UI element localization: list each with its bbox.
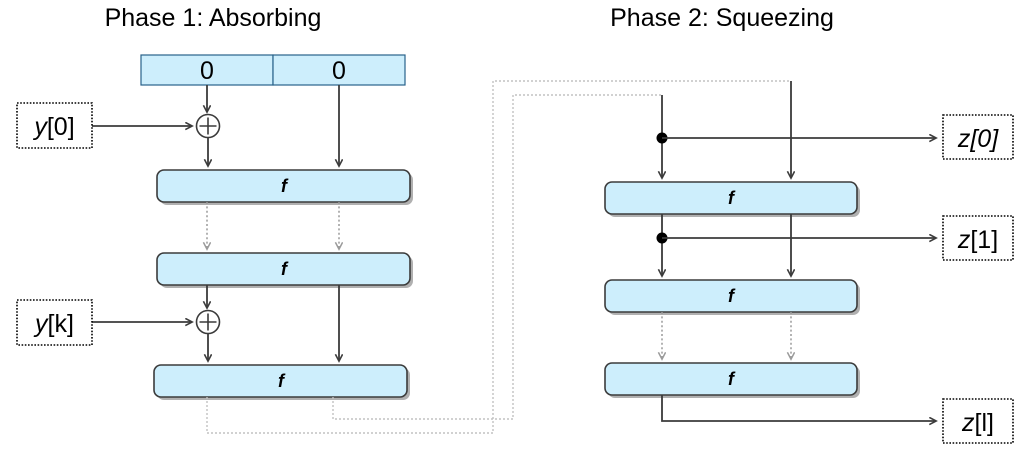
p2-f-box-2-rect <box>604 279 858 313</box>
feedback-route-outer <box>206 80 791 434</box>
input-box-yk-label: y[k] <box>33 310 74 338</box>
state-capacity-value: 0 <box>332 57 346 85</box>
initial-state-bar: 0 0 <box>140 54 406 86</box>
output-box-z0-rect[interactable] <box>942 114 1014 160</box>
input-box-y0-rect[interactable] <box>16 102 93 149</box>
input-box-yk[interactable]: y[k] <box>16 299 93 346</box>
p2-f-box-3: f <box>604 362 860 398</box>
p1-f-box-2-label: f <box>281 259 289 279</box>
p2-f-box-1-label: f <box>728 188 736 208</box>
output-box-z0[interactable]: z[0] <box>942 114 1014 160</box>
output-zl-index: [l] <box>975 409 994 437</box>
p1-f-box-2: f <box>156 252 413 288</box>
output-z1-index: [1] <box>970 226 998 254</box>
input-yk-var: y <box>33 310 49 338</box>
output-box-z1[interactable]: z[1] <box>942 215 1014 261</box>
input-y0-var: y <box>32 113 48 141</box>
phase1-title: Phase 1: Absorbing <box>105 4 322 32</box>
output-z1-var: z <box>957 226 971 254</box>
p1-xor-node-k <box>195 309 221 335</box>
input-box-yk-rect[interactable] <box>16 299 93 346</box>
phase2-title: Phase 2: Squeezing <box>610 4 834 32</box>
output-box-z1-label: z[1] <box>957 226 998 254</box>
p1-f-box-3: f <box>153 364 410 400</box>
input-yk-index: [k] <box>48 310 74 338</box>
output-box-z0-label: z[0] <box>957 125 999 153</box>
state-rate-value: 0 <box>200 57 214 85</box>
output-box-zl[interactable]: z[l] <box>942 398 1014 444</box>
p2-f-box-1-rect <box>604 181 858 215</box>
p1-f-box-1-label: f <box>281 176 289 196</box>
p1-f-box-3-label: f <box>278 371 286 391</box>
input-box-y0-label: y[0] <box>32 113 74 141</box>
feedback-route-inner <box>332 94 662 420</box>
input-box-y0[interactable]: y[0] <box>16 102 93 149</box>
output-zl-var: z <box>961 409 975 437</box>
p1-xor-node-0 <box>195 113 221 139</box>
output-box-z1-rect[interactable] <box>942 215 1014 261</box>
p2-f-box-3-label: f <box>728 369 736 389</box>
p2-f-box-2: f <box>604 279 860 315</box>
input-y0-index: [0] <box>47 113 75 141</box>
output-z0-var: z <box>957 125 971 153</box>
p1-f-box-1-rect <box>156 169 411 203</box>
p2-outputl-wire <box>661 395 936 421</box>
p2-f-box-2-label: f <box>728 286 736 306</box>
output-z0-index: [0] <box>969 125 999 153</box>
p1-f-box-2-rect <box>156 252 411 286</box>
p1-f-box-3-rect <box>153 364 408 398</box>
p2-f-box-1: f <box>604 181 860 217</box>
state-capacity-cell <box>272 54 406 86</box>
state-rate-cell <box>140 54 274 86</box>
p1-f-box-1: f <box>156 169 413 205</box>
output-box-zl-rect[interactable] <box>942 398 1014 444</box>
output-box-zl-label: z[l] <box>961 409 994 437</box>
p2-f-box-3-rect <box>604 362 858 396</box>
